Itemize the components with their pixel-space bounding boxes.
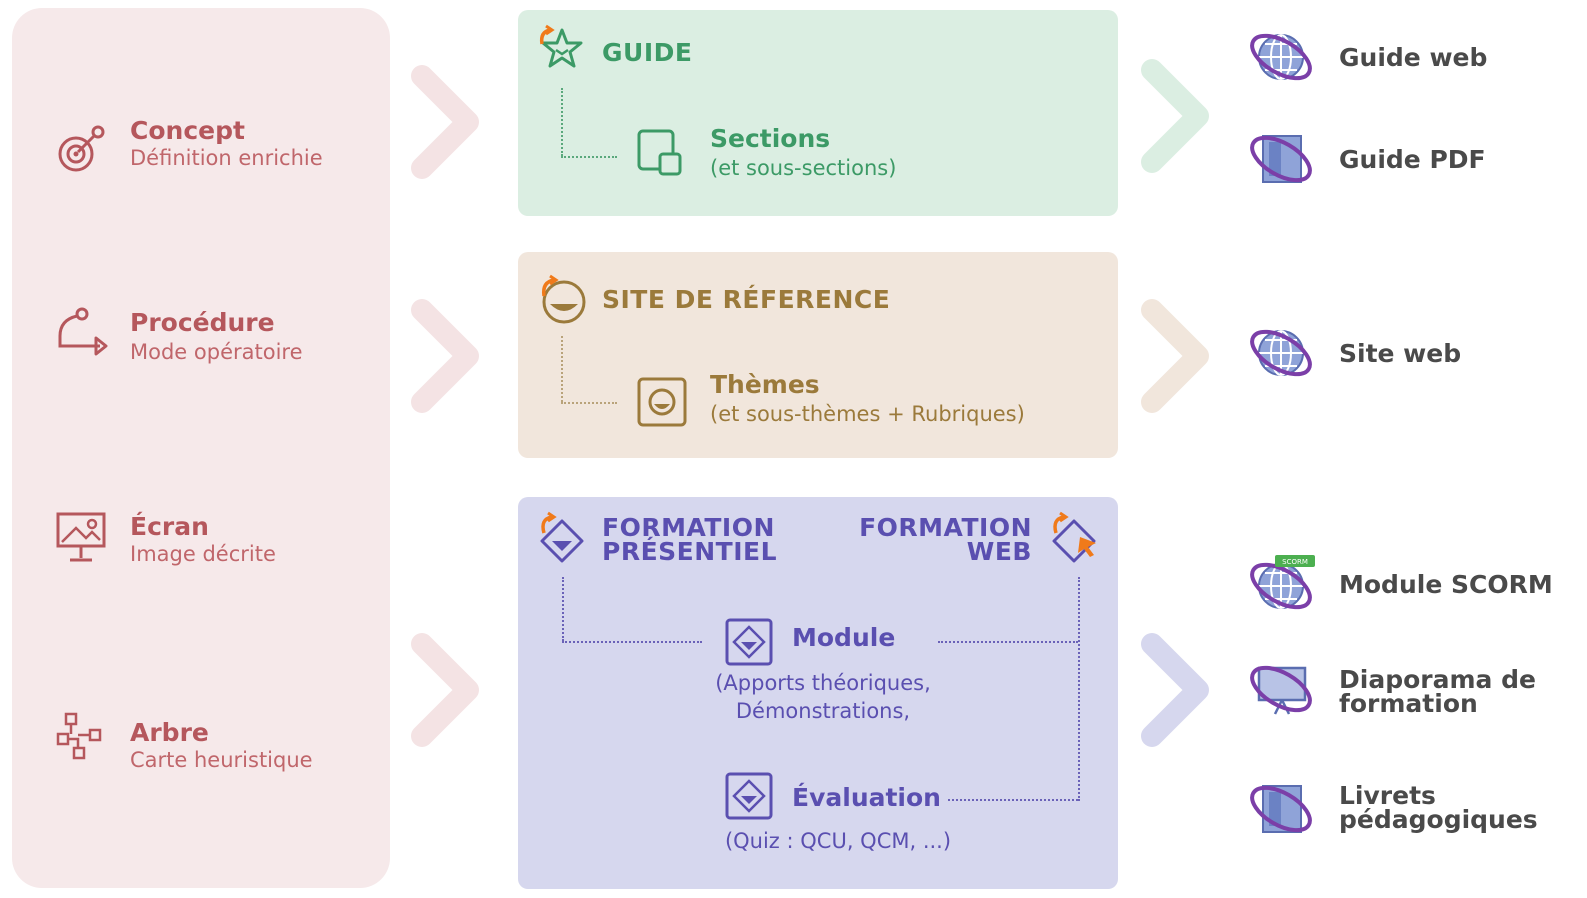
formation-presentiel-icon [540, 511, 584, 563]
scorm-badge-text: SCORM [1282, 558, 1308, 566]
sections-note: (et sous-sections) [710, 156, 897, 180]
formation-presentiel-title-2: PRÉSENTIEL [602, 537, 778, 566]
booklet-icon [1250, 785, 1312, 833]
content-types-panel: Concept Définition enrichie Procédure Mo… [12, 8, 390, 888]
site-globe-icon [541, 274, 586, 324]
screen-image-icon [56, 512, 106, 562]
diaporama-label-1: Diaporama de [1339, 665, 1536, 694]
site-title: SITE DE RÉFERENCE [602, 285, 891, 314]
formation-presentiel-title-1: FORMATION [602, 513, 775, 542]
tree-icon [56, 712, 102, 760]
formation-web-title-1: FORMATION [859, 513, 1032, 542]
guide-web-label: Guide web [1339, 43, 1488, 72]
formation-web-title-2: WEB [966, 537, 1032, 566]
arbre-title: Arbre [130, 718, 209, 747]
procedure-subtitle: Mode opératoire [130, 340, 303, 364]
arbre-subtitle: Carte heuristique [130, 748, 313, 772]
chevron-right-icon [1141, 299, 1209, 413]
guide-pdf-label: Guide PDF [1339, 145, 1486, 174]
livrets-label-1: Livrets [1339, 781, 1436, 810]
left-item-procedure: Procédure Mode opératoire [12, 302, 390, 372]
scorm-label: Module SCORM [1339, 570, 1553, 599]
procedure-title: Procédure [130, 308, 275, 337]
evaluation-title: Évaluation [792, 783, 943, 813]
site-connector [561, 336, 563, 402]
site-web-label: Site web [1339, 339, 1462, 368]
formation-web-icon [1052, 511, 1096, 563]
formation-connector [948, 799, 1078, 801]
chevron-right-icon [411, 65, 479, 179]
sections-title: Sections [710, 124, 831, 153]
module-note-1: (Apports théoriques, [715, 671, 931, 695]
themes-note: (et sous-thèmes + Rubriques) [710, 402, 1025, 426]
globe-icon [1250, 33, 1312, 81]
site-connector [561, 402, 617, 404]
formation-connector [562, 577, 564, 641]
guide-connector [561, 88, 563, 156]
procedure-arrow-icon [58, 307, 108, 356]
module-title: Module [792, 623, 896, 652]
concept-subtitle: Définition enrichie [130, 146, 323, 170]
module-icon [725, 618, 773, 666]
guide-title: GUIDE [602, 38, 693, 67]
chevron-right-icon [411, 299, 479, 413]
globe-icon [1250, 329, 1312, 377]
livrets-label-2: pédagogiques [1339, 805, 1538, 834]
guide-connector [561, 156, 617, 158]
evaluation-note: (Quiz : QCU, QCM, ...) [724, 829, 952, 853]
ecran-title: Écran [130, 512, 209, 541]
diaporama-label-2: formation [1339, 689, 1478, 718]
scorm-globe-icon: SCORM [1250, 555, 1315, 610]
evaluation-icon [725, 772, 773, 820]
concept-title: Concept [130, 116, 245, 145]
site-reference-box: SITE DE RÉFERENCE Thèmes (et sous-thèmes… [518, 252, 1118, 458]
target-icon [58, 125, 105, 172]
sections-icon [637, 129, 682, 176]
themes-title: Thèmes [710, 370, 820, 399]
chevron-right-icon [1141, 59, 1209, 173]
ecran-subtitle: Image décrite [130, 542, 276, 566]
themes-icon [637, 377, 687, 427]
left-item-arbre: Arbre Carte heuristique [12, 708, 390, 778]
presentation-screen-icon [1250, 665, 1312, 715]
formation-connector [938, 641, 1078, 643]
formation-box: FORMATION PRÉSENTIEL FORMATION WEB Modul… [518, 497, 1118, 889]
guide-box: GUIDE Sections (et sous-sections) [518, 10, 1118, 216]
left-item-concept: Concept Définition enrichie [12, 116, 390, 186]
left-item-ecran: Écran Image décrite [12, 504, 390, 574]
guide-star-icon [539, 24, 583, 68]
formation-connector [1078, 577, 1080, 801]
module-note-2: Démonstrations, [735, 699, 911, 723]
chevron-right-icon [1141, 633, 1209, 747]
formation-connector [562, 641, 702, 643]
pdf-document-icon [1250, 135, 1312, 183]
chevron-right-icon [411, 633, 479, 747]
